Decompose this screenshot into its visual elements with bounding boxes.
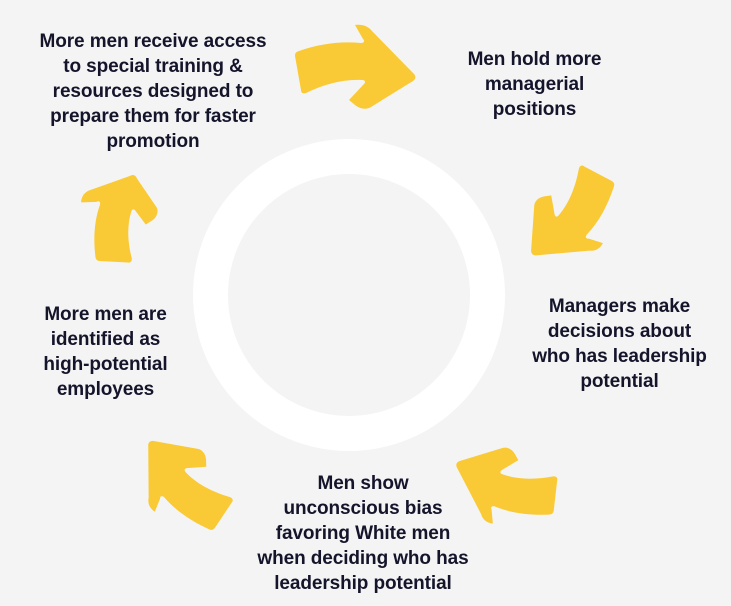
arrow-right-icon (292, 22, 416, 112)
step-label-managerial-positions: Men hold more managerial positions (467, 49, 602, 120)
step-label-unconscious-bias: Men show unconscious bias favoring White… (257, 473, 469, 594)
arrow-down-right-icon (505, 145, 615, 270)
arrow-up-icon (78, 166, 174, 276)
arrow-down-left-icon (452, 424, 564, 532)
center-ring-hole (228, 174, 470, 416)
step-label-high-potential: More men are identified as high-potentia… (43, 304, 168, 400)
step-label-special-training: More men receive access to special train… (39, 31, 267, 152)
arrow-up-left-icon (133, 424, 245, 532)
step-label-leadership-decisions: Managers make decisions about who has le… (532, 296, 707, 392)
